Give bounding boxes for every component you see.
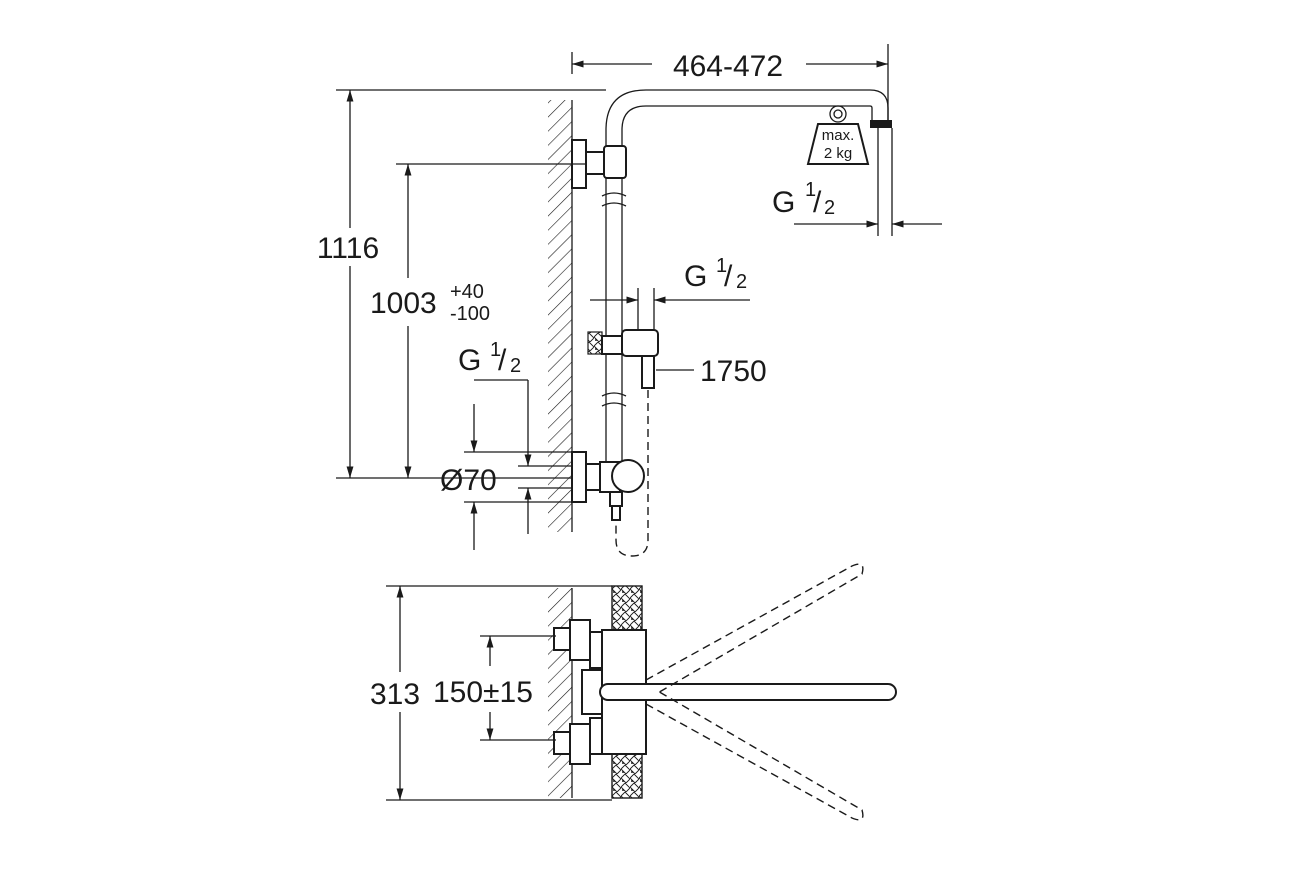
- hand-shower-holder: [587, 329, 659, 389]
- thread-inlet-den: 2: [510, 355, 521, 377]
- dim-rosette-diameter-label: Ø70: [440, 464, 497, 497]
- thread-handshower-g: G: [684, 260, 707, 293]
- riser-pipe: [601, 89, 892, 470]
- dim-rail-height: 1003 +40 -100: [370, 163, 586, 478]
- thread-handshower-den: 2: [736, 271, 747, 293]
- weight-tag-line2: 2 kg: [824, 145, 852, 162]
- dim-mixer-height: 313: [370, 585, 612, 801]
- thread-inlet-num: 1: [490, 339, 501, 361]
- wall-hatch: [548, 100, 572, 532]
- weight-limit-tag: max. 2 kg: [806, 105, 870, 165]
- spout: [599, 563, 897, 821]
- dim-total-height: 1116: [317, 89, 606, 479]
- thread-inlet-slash: /: [498, 344, 507, 377]
- thread-outlet-g: G: [772, 186, 795, 219]
- tile-panel-bottom: [611, 751, 643, 799]
- dim-arm-reach-label: 464-472: [673, 50, 783, 83]
- dim-arm-reach: 464-472: [571, 44, 889, 122]
- thread-outlet-den: 2: [824, 197, 835, 219]
- thread-inlet-g: G: [458, 344, 481, 377]
- dim-rail-tol-minus: -100: [450, 303, 490, 325]
- thread-outlet-slash: /: [813, 186, 822, 219]
- dim-connection-spacing: 150±15: [433, 635, 556, 741]
- weight-tag-line1: max.: [822, 127, 855, 144]
- dim-hose-length: 1750: [656, 355, 767, 388]
- dim-thread-outlet: G 1 / 2: [772, 128, 942, 236]
- dim-hose-length-label: 1750: [700, 355, 767, 388]
- thread-handshower-slash: /: [724, 260, 733, 293]
- upper-wall-bracket: [571, 139, 627, 189]
- front-view: max. 2 kg 464-472 1116 1003 +40 -100: [317, 44, 942, 557]
- thermostat-connection: [571, 451, 645, 521]
- dim-rail-height-label: 1003: [370, 287, 437, 320]
- dim-connection-spacing-label: 150±15: [433, 676, 533, 709]
- dim-thread-handshower: G 1 / 2: [590, 255, 750, 330]
- dim-thread-inlet: G 1 / 2: [458, 339, 572, 534]
- dim-rail-tol-plus: +40: [450, 281, 484, 303]
- shower-hose: [615, 390, 649, 557]
- wall-hatch-lower: [548, 588, 572, 798]
- dim-total-height-label: 1116: [317, 232, 379, 265]
- thread-outlet-num: 1: [805, 179, 816, 201]
- dim-mixer-height-label: 313: [370, 678, 420, 711]
- tile-panel-top: [611, 585, 643, 633]
- top-view: 313 150±15: [370, 563, 897, 821]
- dim-rosette-diameter: Ø70: [440, 404, 572, 550]
- thread-handshower-num: 1: [716, 255, 727, 277]
